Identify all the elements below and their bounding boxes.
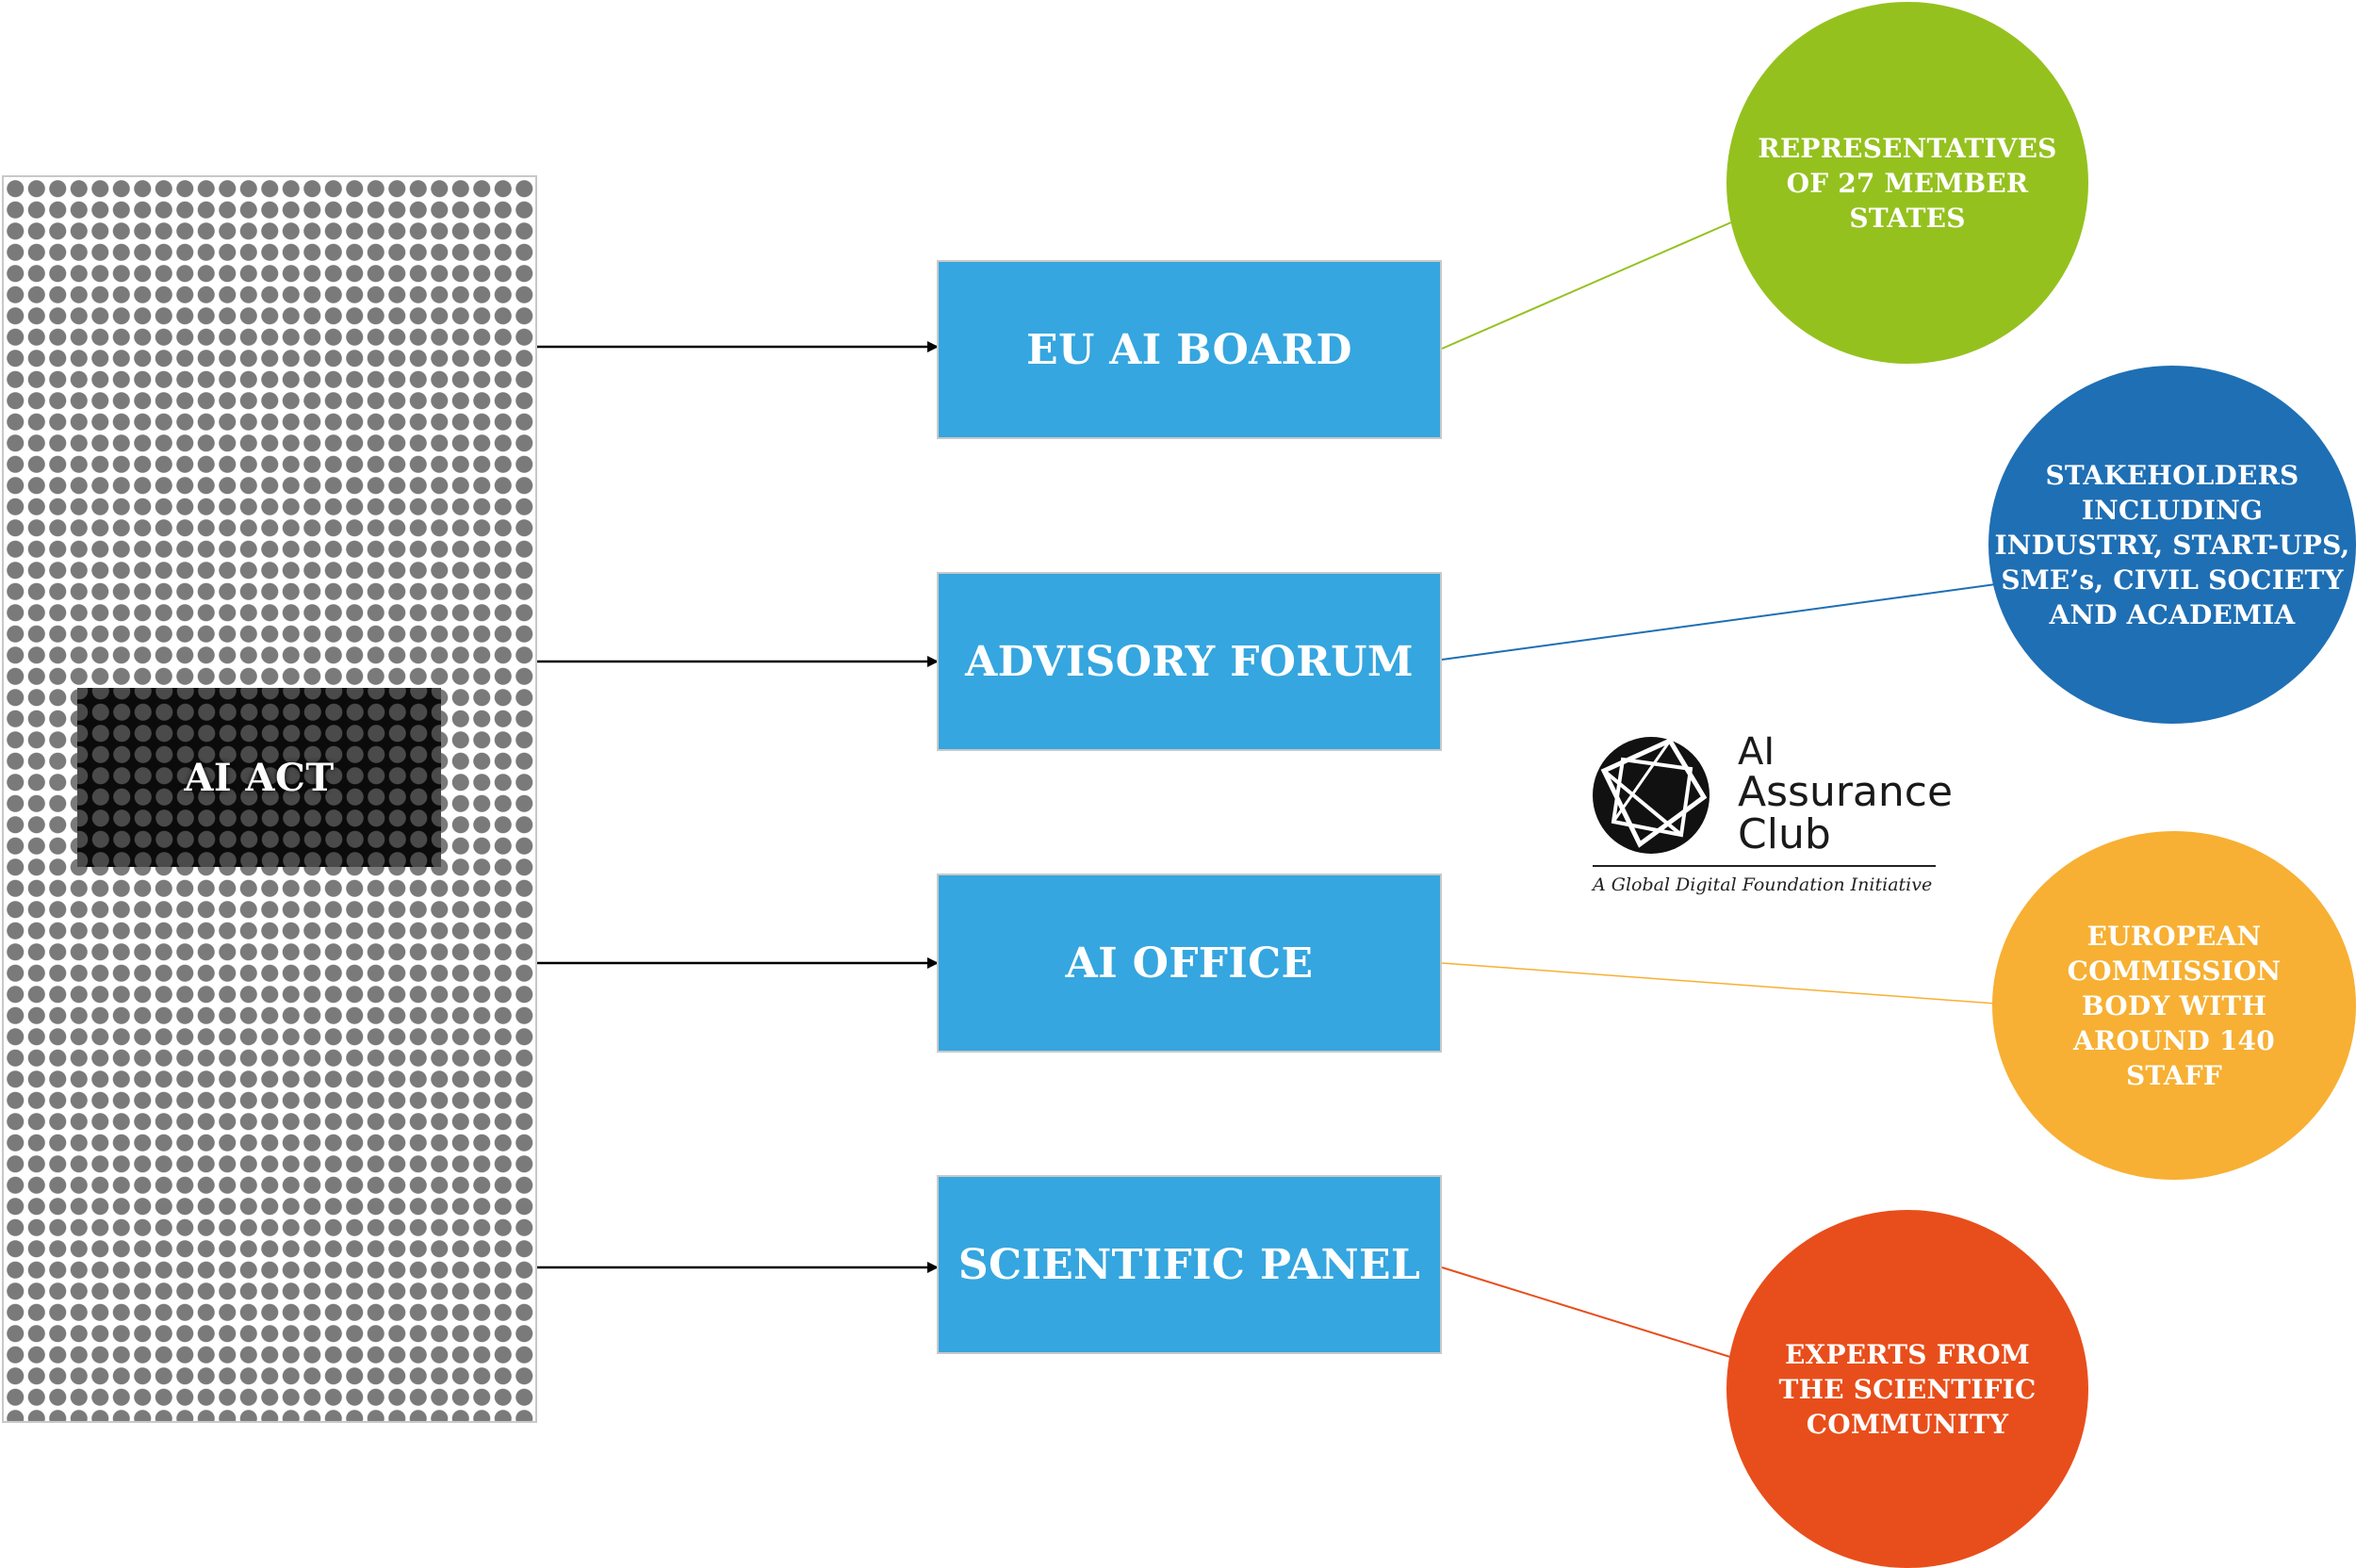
stakeholders-bubble: STAKEHOLDERS INCLUDING INDUSTRY, START-U…	[1988, 366, 2356, 724]
logo-tagline: A Global Digital Foundation Initiative	[1593, 874, 1933, 895]
eu-ai-board-box: EU AI BOARD	[937, 260, 1442, 439]
scientific-panel-box: SCIENTIFIC PANEL	[937, 1175, 1442, 1354]
link-panel-to-experts	[1441, 1266, 1731, 1358]
advisory-forum-label: ADVISORY FORUM	[965, 637, 1414, 686]
advisory-forum-box: ADVISORY FORUM	[937, 572, 1442, 751]
logo-text-club: Club	[1738, 810, 1831, 858]
link-forum-to-stakeholders	[1441, 583, 1997, 661]
member-states-bubble: REPRESENTATIVES OF 27 MEMBER STATES	[1726, 2, 2088, 364]
eu-ai-board-label: EU AI BOARD	[1026, 325, 1352, 374]
ai-office-label: AI OFFICE	[1065, 939, 1314, 988]
logo-text-ai: AI	[1738, 730, 1775, 774]
ai-office-box: AI OFFICE	[937, 874, 1442, 1053]
scientific-panel-label: SCIENTIFIC PANEL	[957, 1240, 1421, 1289]
ai-act-box: AI ACT	[77, 688, 441, 867]
logo-text-assurance: Assurance	[1738, 768, 1954, 816]
ai-act-label: AI ACT	[184, 755, 335, 800]
commission-text: EUROPEAN COMMISSION BODY WITH AROUND 140…	[2067, 920, 2282, 1091]
member-states-text: REPRESENTATIVES OF 27 MEMBER STATES	[1758, 132, 2057, 234]
stakeholders-text: STAKEHOLDERS INCLUDING INDUSTRY, START-U…	[1994, 459, 2350, 630]
link-office-to-commission	[1441, 962, 1997, 1004]
link-board-to-member-states	[1441, 221, 1732, 350]
experts-bubble: EXPERTS FROM THE SCIENTIFIC COMMUNITY	[1726, 1210, 2088, 1568]
commission-bubble: EUROPEAN COMMISSION BODY WITH AROUND 140…	[1992, 831, 2356, 1180]
ai-assurance-club-logo: AI Assurance Club A Global Digital Found…	[1587, 730, 1953, 901]
logo-divider	[1593, 865, 1936, 867]
logo-mark-icon	[1593, 737, 1710, 854]
experts-text: EXPERTS FROM THE SCIENTIFIC COMMUNITY	[1778, 1338, 2037, 1440]
